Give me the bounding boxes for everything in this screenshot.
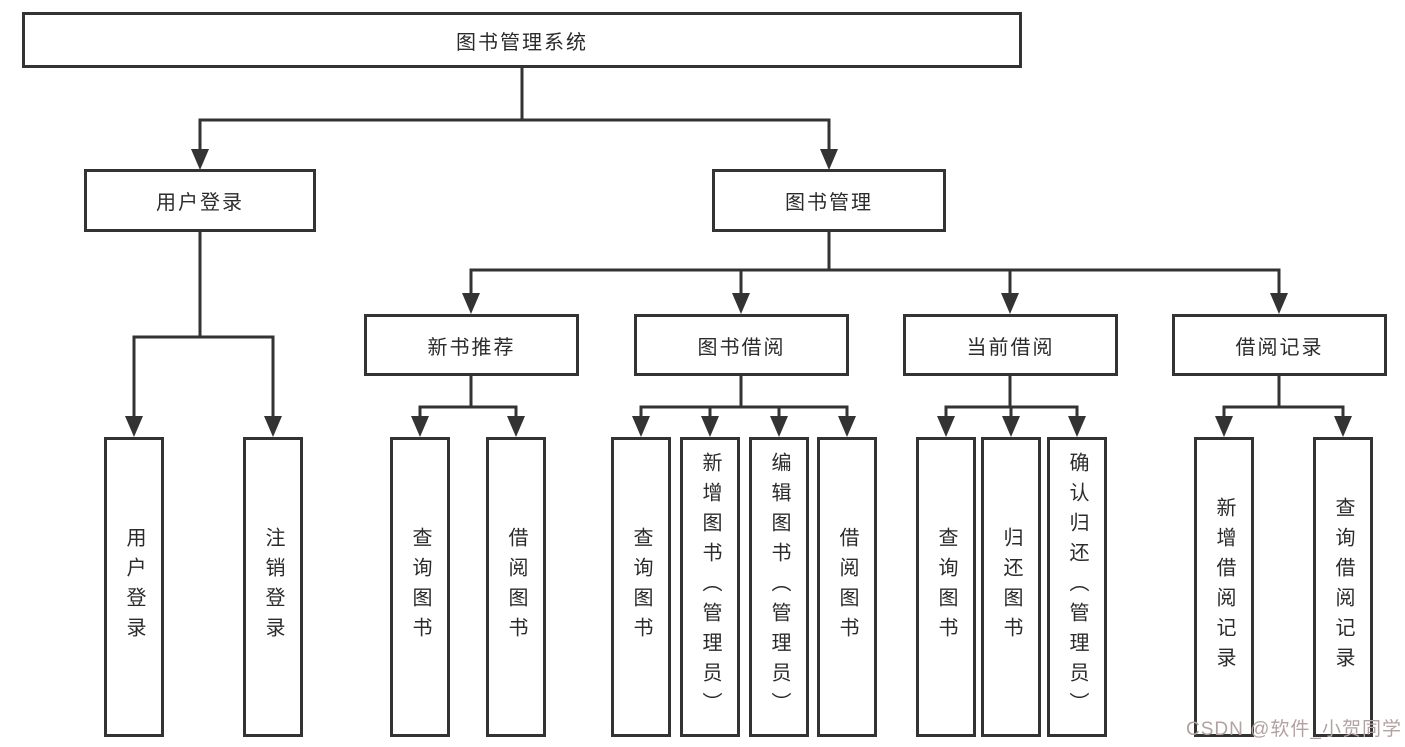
- leaf-return-book: 归还图书: [981, 437, 1041, 737]
- node-current-borrow: 当前借阅: [903, 314, 1118, 376]
- leaf-query-book: 查询图书: [916, 437, 976, 737]
- leaf-query-borrow-record: 查询借阅记录: [1313, 437, 1373, 737]
- node-borrow-records: 借阅记录: [1172, 314, 1387, 376]
- node-new-book-recommend: 新书推荐: [364, 314, 579, 376]
- leaf-user-login: 用户登录: [104, 437, 164, 737]
- leaf-borrow-book: 借阅图书: [817, 437, 877, 737]
- leaf-confirm-return-admin: 确认归还（管理员）: [1047, 437, 1107, 737]
- leaf-edit-book-admin: 编辑图书（管理员）: [749, 437, 809, 737]
- leaf-query-book: 查询图书: [611, 437, 671, 737]
- arrowheads: [125, 149, 1352, 437]
- csdn-watermark: CSDN @软件_小贺同学: [1186, 719, 1402, 740]
- node-root-system: 图书管理系统: [22, 12, 1022, 68]
- node-book-management: 图书管理: [712, 169, 946, 232]
- leaf-query-book: 查询图书: [390, 437, 450, 737]
- node-user-login: 用户登录: [84, 169, 316, 232]
- leaf-add-book-admin: 新增图书（管理员）: [680, 437, 740, 737]
- node-book-borrow: 图书借阅: [634, 314, 849, 376]
- leaf-add-borrow-record: 新增借阅记录: [1194, 437, 1254, 737]
- leaf-logout: 注销登录: [243, 437, 303, 737]
- leaf-borrow-book: 借阅图书: [486, 437, 546, 737]
